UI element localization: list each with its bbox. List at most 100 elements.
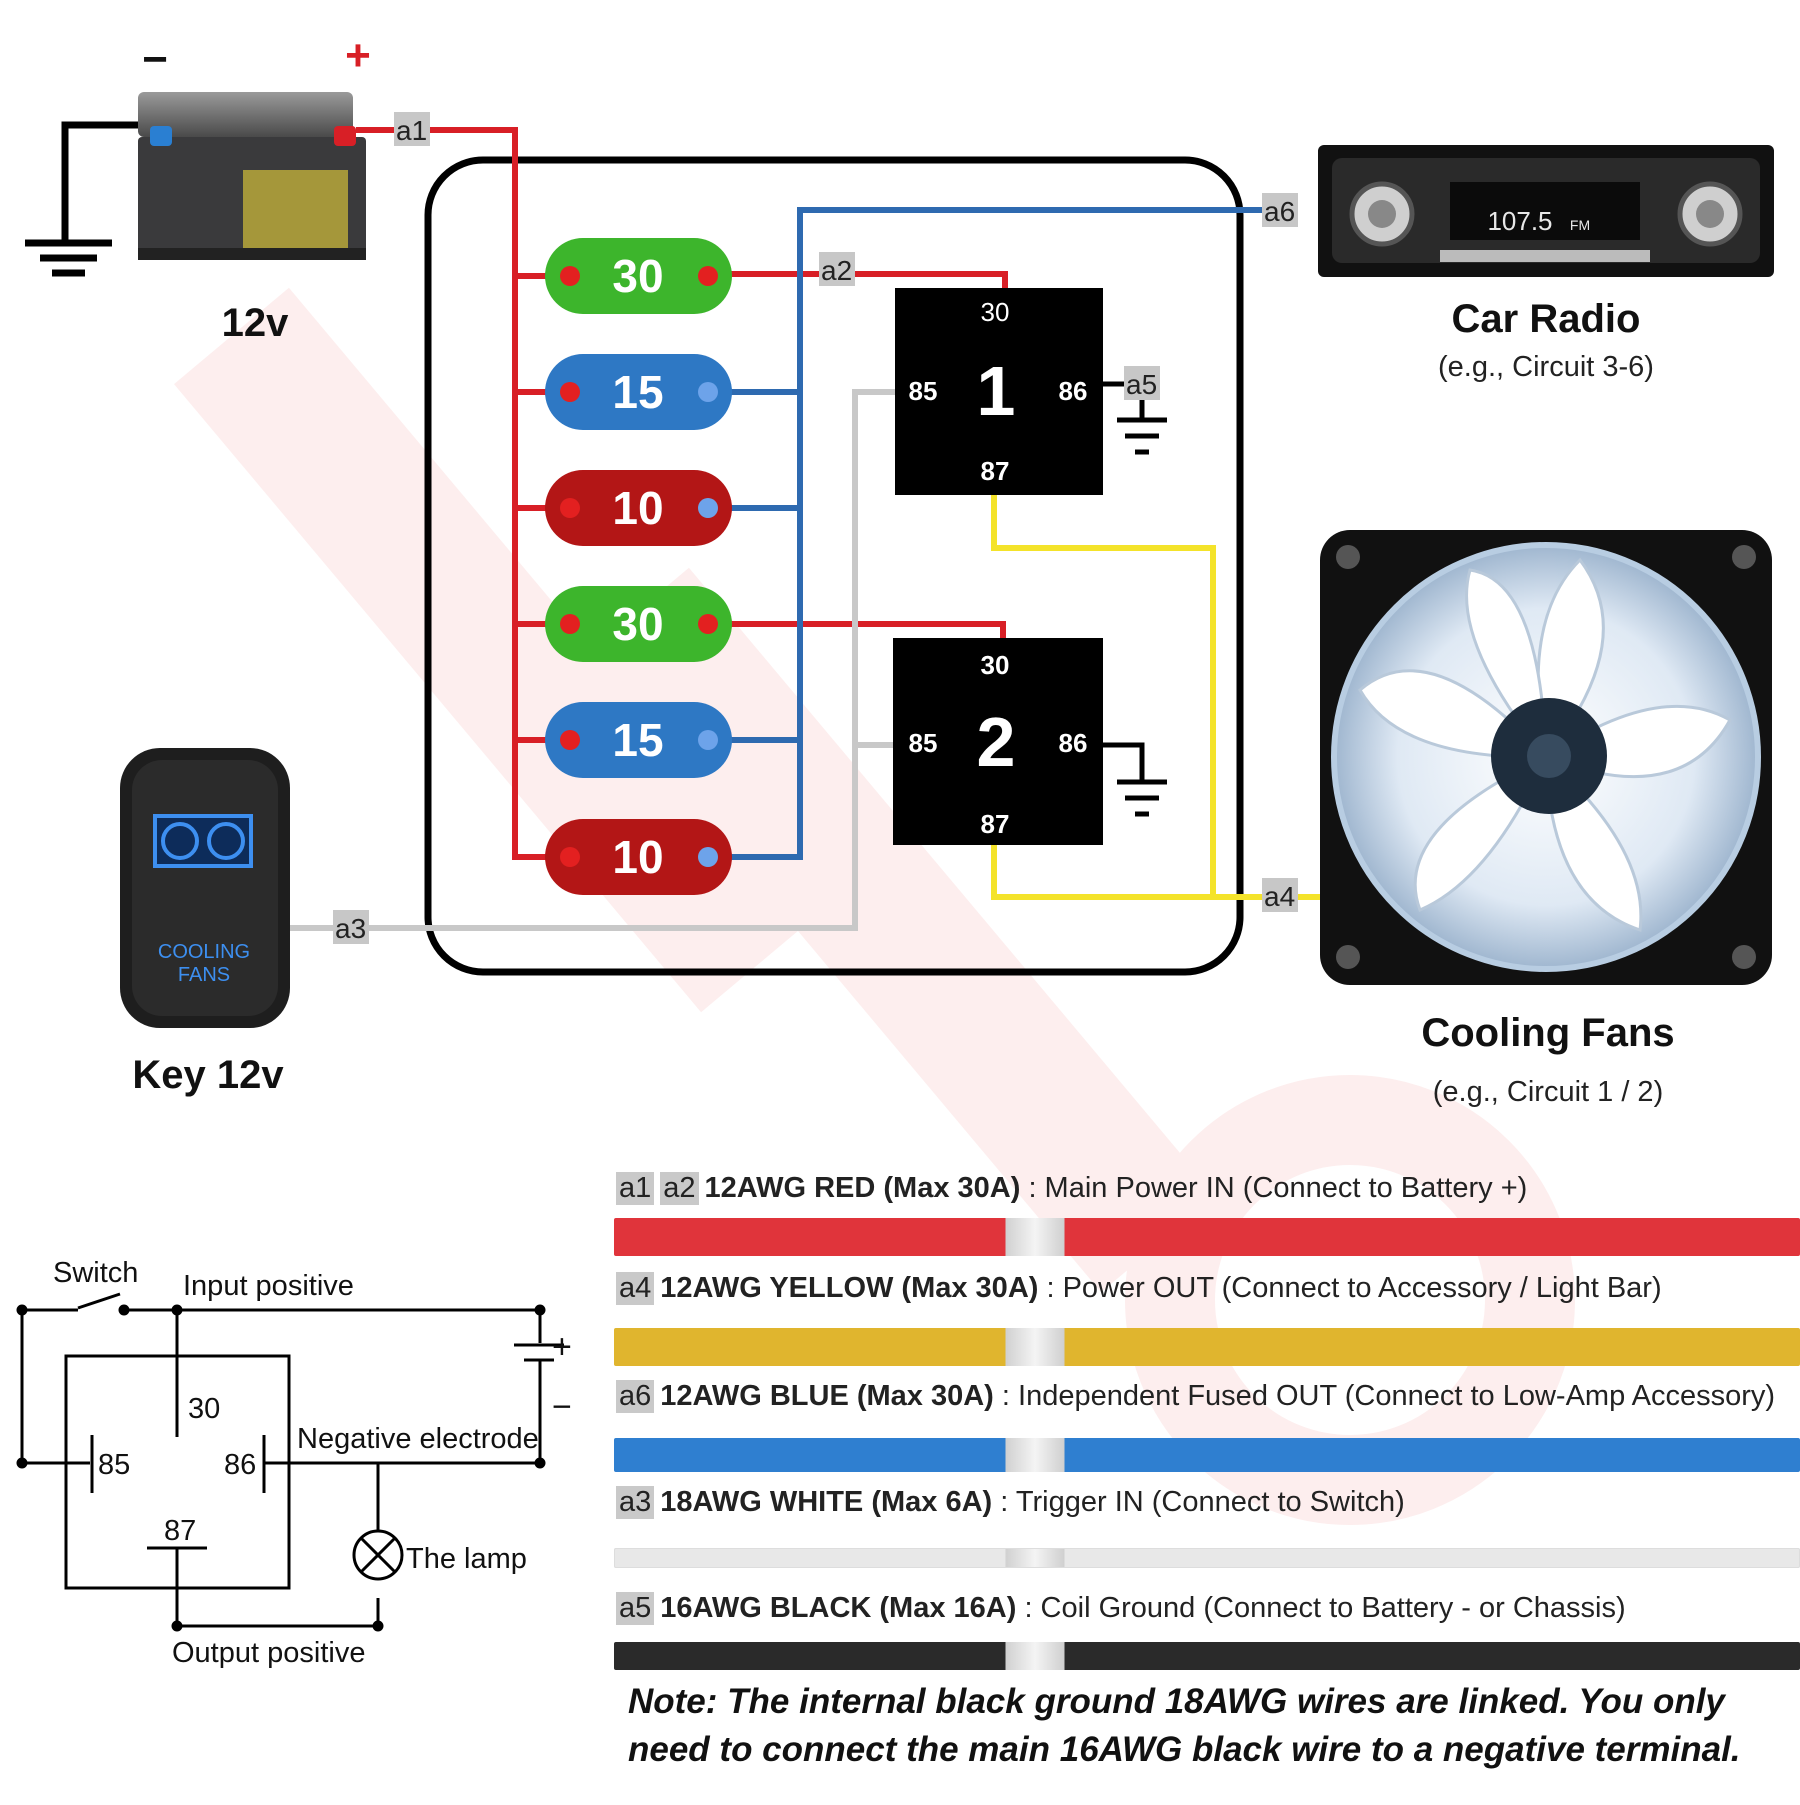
- fuse-3: 10: [545, 470, 732, 546]
- svg-text:a5: a5: [1126, 369, 1157, 400]
- switch-line-2: FANS: [178, 964, 230, 986]
- battery-plus: +: [345, 31, 371, 80]
- schematic-labels: Switch Input positive 30 85 86 87 Negati…: [53, 1257, 572, 1669]
- fuse-5: 15: [545, 702, 732, 778]
- legend-spec: 12AWG BLUE (Max 30A): [660, 1380, 994, 1412]
- radio-band: FM: [1570, 217, 1590, 233]
- svg-text:a3: a3: [335, 913, 366, 944]
- cable-blue: [614, 1438, 1800, 1472]
- legend-spec: 18AWG WHITE (Max 6A): [660, 1486, 993, 1518]
- schematic-pin-86: 86: [224, 1449, 256, 1481]
- radio-title: Car Radio: [1452, 297, 1641, 341]
- switch-label: Key 12v: [132, 1053, 284, 1097]
- radio-subtitle: (e.g., Circuit 3-6): [1438, 351, 1654, 383]
- legend-tag: a5: [616, 1592, 655, 1625]
- legend-desc: : Power OUT (Connect to Accessory / Ligh…: [1038, 1272, 1662, 1304]
- relay-pin-87: 87: [981, 809, 1010, 839]
- rocker-switch[interactable]: COOLING FANS Key 12v: [120, 748, 290, 1097]
- fuse-2: 15: [545, 354, 732, 430]
- schematic-plus: +: [552, 1328, 572, 1366]
- fuse-rating: 10: [612, 831, 663, 883]
- relay-pin-85: 85: [909, 376, 938, 406]
- cable-white: [614, 1548, 1800, 1568]
- schematic-pin-87: 87: [164, 1515, 196, 1547]
- fuse-rating: 10: [612, 482, 663, 534]
- svg-text:a1: a1: [396, 115, 427, 146]
- relay-pin-85: 85: [909, 728, 938, 758]
- svg-text:a4: a4: [1264, 881, 1295, 912]
- lamp-icon: [352, 1529, 404, 1581]
- legend-spec: 12AWG YELLOW (Max 30A): [660, 1272, 1039, 1304]
- battery-minus: −: [142, 35, 168, 84]
- fuse-6: 10: [545, 819, 732, 895]
- battery: − + 12v: [25, 31, 371, 345]
- schematic-lamp-label: The lamp: [406, 1543, 527, 1575]
- cable-red: [614, 1218, 1800, 1256]
- relay-pin-87: 87: [981, 456, 1010, 486]
- schematic-input-positive: Input positive: [183, 1270, 354, 1302]
- note-text: Note: The internal black ground 18AWG wi…: [628, 1682, 1741, 1769]
- positive-terminal: [334, 126, 356, 146]
- fuse-rating: 30: [612, 250, 663, 302]
- legend-tag: a1: [616, 1172, 655, 1205]
- legend-tag: a6: [616, 1380, 655, 1413]
- fans-subtitle: (e.g., Circuit 1 / 2): [1433, 1076, 1663, 1108]
- switch-line-1: COOLING: [158, 941, 250, 963]
- legend-spec: 12AWG RED (Max 30A): [704, 1172, 1021, 1204]
- car-radio: 107.5 FM Car Radio (e.g., Circuit 3-6): [1318, 145, 1774, 383]
- legend-tag: a2: [660, 1172, 699, 1205]
- legend-desc: : Independent Fused OUT (Connect to Low-…: [993, 1380, 1776, 1412]
- white-wires: [290, 389, 900, 931]
- wire-tag-a4: a4: [1262, 878, 1298, 912]
- relay-number: 2: [977, 703, 1016, 781]
- relay-pin-86: 86: [1059, 376, 1088, 406]
- svg-text:a6: a6: [1264, 196, 1295, 227]
- schematic-output-positive: Output positive: [172, 1637, 365, 1669]
- fuse-1: 30: [545, 238, 732, 314]
- svg-text:a2: a2: [821, 255, 852, 286]
- relay-2: 30 85 86 2 87: [893, 638, 1103, 845]
- fuse-4: 30: [545, 586, 732, 662]
- wire-tag-a3: a3: [333, 910, 369, 944]
- relay-schematic: [16, 1292, 564, 1632]
- relay-number: 1: [977, 352, 1016, 430]
- legend-tag: a3: [616, 1486, 655, 1519]
- relay-ground-wires: [1102, 381, 1167, 817]
- fuse-box-outline: [424, 156, 1244, 976]
- fuse-rating: 30: [612, 598, 663, 650]
- fuse-rating: 15: [612, 714, 663, 766]
- fan-icon: [153, 814, 253, 868]
- schematic-pin-30: 30: [188, 1393, 220, 1425]
- fans-title: Cooling Fans: [1421, 1011, 1674, 1055]
- schematic-pin-85: 85: [98, 1449, 130, 1481]
- yellow-wires: [991, 492, 1325, 900]
- schematic-switch-label: Switch: [53, 1257, 138, 1289]
- wire-tag-a6: a6: [1262, 193, 1298, 227]
- cable-black: [614, 1642, 1800, 1670]
- fuse-rating: 15: [612, 366, 663, 418]
- radio-frequency: 107.5: [1487, 206, 1552, 236]
- relay-1: 30 85 86 1 87: [895, 288, 1103, 495]
- schematic-negative-label: Negative electrode: [297, 1423, 539, 1455]
- legend-desc: : Trigger IN (Connect to Switch): [992, 1486, 1405, 1518]
- legend-desc: : Coil Ground (Connect to Battery - or C…: [1016, 1592, 1626, 1624]
- schematic-minus: −: [552, 1388, 572, 1426]
- wire-tag-a1: a1: [394, 112, 430, 146]
- legend-desc: : Main Power IN (Connect to Battery +): [1020, 1172, 1528, 1204]
- cooling-fan: Cooling Fans (e.g., Circuit 1 / 2): [1320, 530, 1772, 1108]
- legend-tag: a4: [616, 1272, 655, 1305]
- legend-spec: 16AWG BLACK (Max 16A): [660, 1592, 1017, 1624]
- cable-yellow: [614, 1328, 1800, 1366]
- negative-terminal: [150, 126, 172, 146]
- relay-pin-86: 86: [1059, 728, 1088, 758]
- wire-tag-a2: a2: [819, 252, 855, 286]
- switch-symbol: [77, 1292, 121, 1310]
- relay-pin-30: 30: [981, 297, 1010, 327]
